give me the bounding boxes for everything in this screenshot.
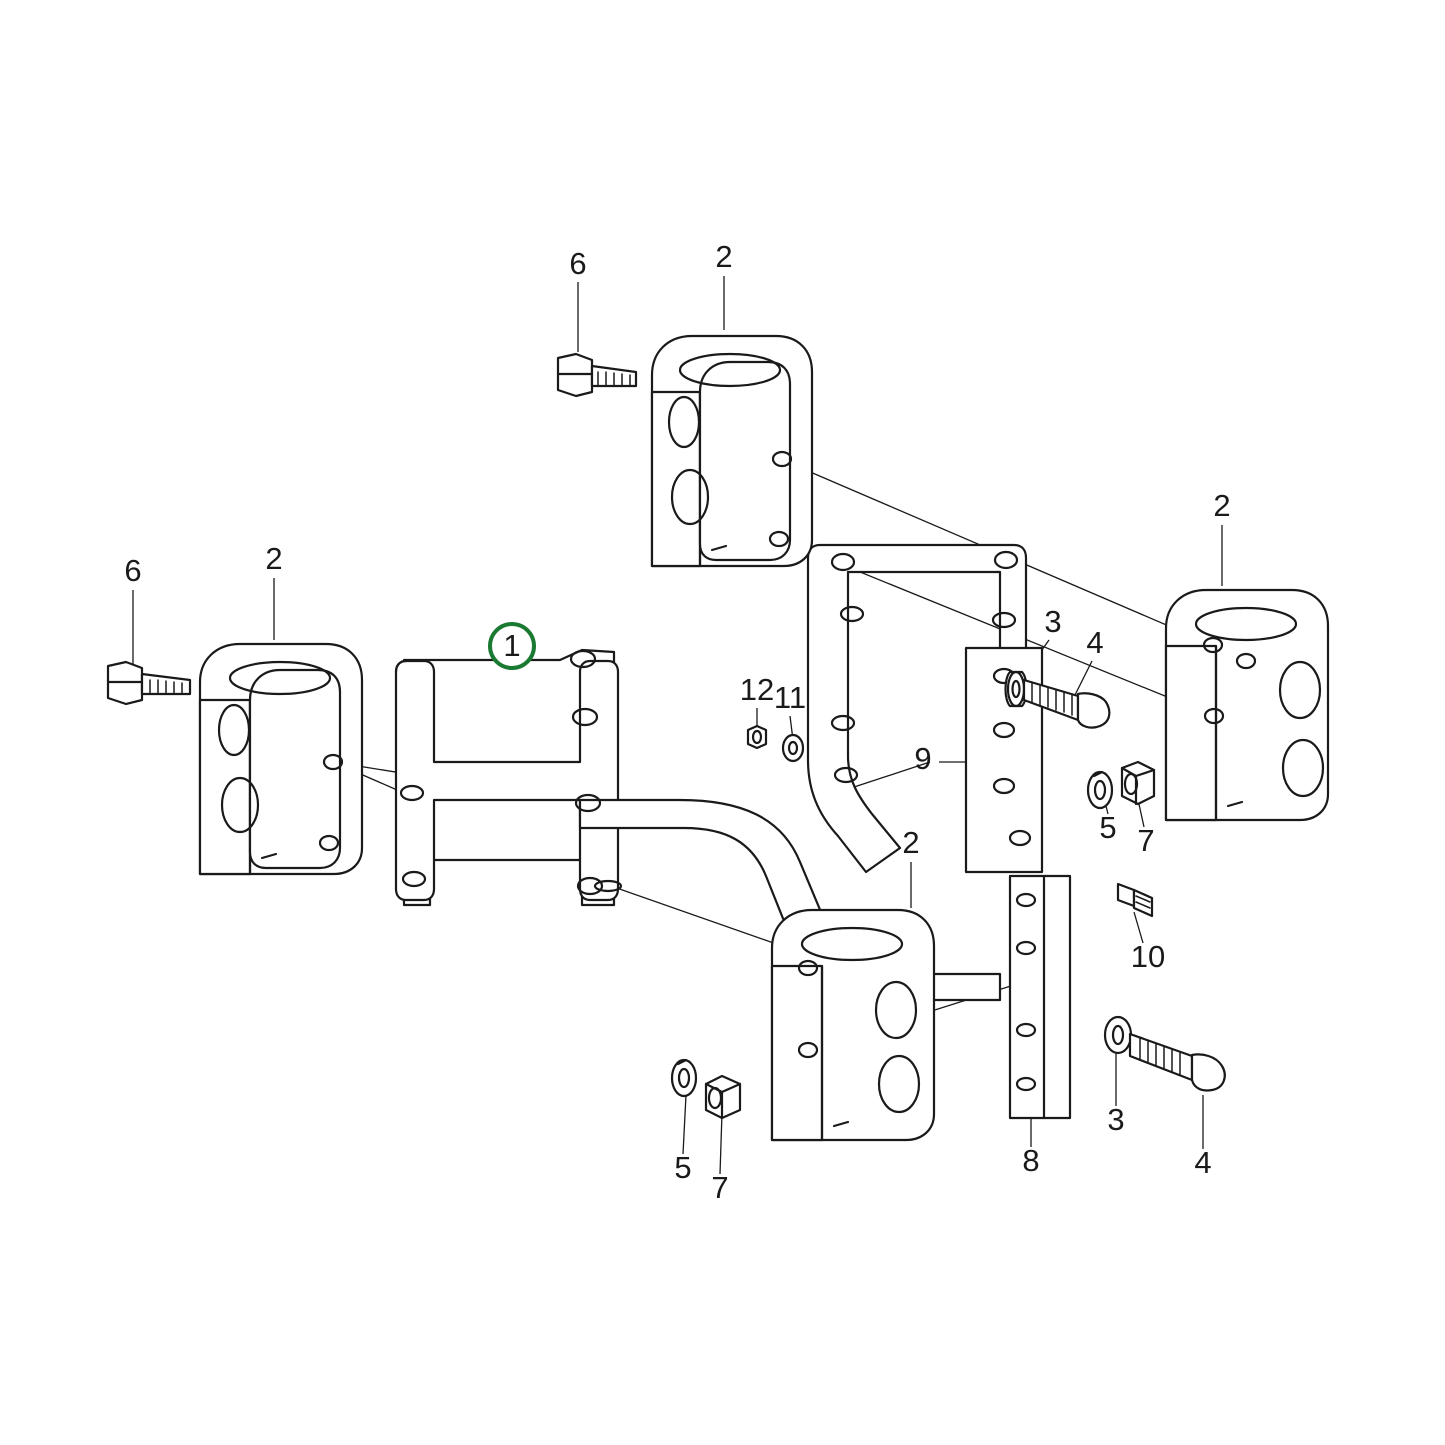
part-bracket-upright	[806, 543, 1028, 874]
callout-2-bottom: 2	[902, 825, 919, 860]
callout-5-bottom: 5	[674, 1150, 691, 1185]
callout-3-upper: 3	[1044, 604, 1061, 639]
callout-7-right: 7	[1137, 823, 1154, 858]
callout-2-top: 2	[715, 239, 732, 274]
part-mount-block-left	[198, 642, 364, 876]
part-lock-washer-bottom	[670, 1058, 698, 1098]
callout-10: 10	[1131, 939, 1165, 974]
part-main-bracket	[394, 648, 620, 907]
callout-4-upper: 4	[1086, 625, 1103, 660]
part-bolt-upper	[1022, 678, 1111, 729]
callout-3-lower: 3	[1107, 1102, 1124, 1137]
part-mount-block-right	[1164, 588, 1330, 822]
callout-8: 8	[1022, 1143, 1039, 1178]
bracket-holes	[399, 649, 623, 896]
part-bolt-top	[556, 352, 638, 398]
callout-7-bottom: 7	[711, 1170, 728, 1205]
part-bolt-left	[106, 660, 192, 706]
callout-9: 9	[914, 741, 931, 776]
part-plate-small	[1008, 874, 1072, 1120]
part-washer-lower	[1103, 1015, 1133, 1055]
part-washer-small	[781, 733, 805, 763]
callout-numbers: 1 2 2 2 2 3 3 4 4 5 5 6 6 7 7 8 9 10 11 …	[124, 239, 1230, 1205]
callout-4-lower: 4	[1194, 1145, 1211, 1180]
callout-2-left: 2	[265, 541, 282, 576]
callout-5-right: 5	[1099, 810, 1116, 845]
callout-11: 11	[774, 680, 806, 715]
part-mount-block-top	[650, 334, 814, 568]
callout-12: 12	[740, 672, 774, 707]
part-nut-right	[1120, 760, 1156, 806]
callout-1: 1	[503, 628, 520, 663]
part-nut-bottom	[704, 1074, 742, 1120]
part-bracket-arm	[578, 798, 1002, 1002]
part-screw-small	[1116, 882, 1154, 918]
callout-highlight-ring	[488, 622, 536, 670]
callout-6-left: 6	[124, 553, 141, 588]
part-mount-block-bottom	[770, 908, 936, 1142]
part-lock-washer-right	[1086, 770, 1114, 810]
part-nut-small	[746, 724, 768, 750]
callout-2-right: 2	[1213, 488, 1230, 523]
part-bolt-lower	[1128, 1032, 1226, 1092]
callout-6-top: 6	[569, 246, 586, 281]
